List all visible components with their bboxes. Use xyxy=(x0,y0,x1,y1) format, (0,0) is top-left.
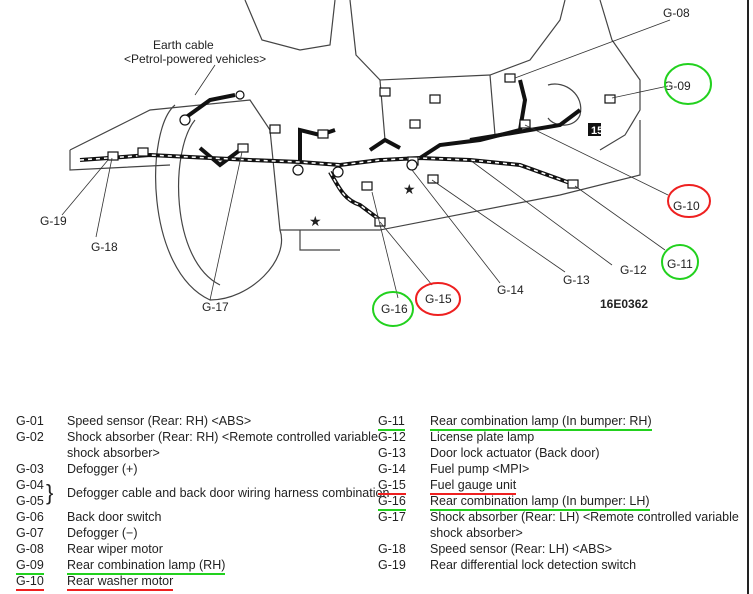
star-markers: ★ ★ xyxy=(309,181,416,229)
callout-labels: G-08 G-09 G-10 G-11 G-12 G-13 G-14 G-15 … xyxy=(40,6,700,316)
callout-g-10: G-10 xyxy=(673,199,700,213)
legend-desc: Shock absorber (Rear: LH) <Remote contro… xyxy=(430,510,739,524)
legend-desc: Speed sensor (Rear: RH) <ABS> xyxy=(67,414,252,428)
brace: } xyxy=(46,480,54,505)
legend-desc: Rear combination lamp (In bumper: LH) xyxy=(430,493,650,511)
callout-g-12: G-12 xyxy=(620,263,647,277)
connector-15-box: 15 xyxy=(588,123,603,137)
legend-desc: Rear combination lamp (RH) xyxy=(67,557,226,575)
legend-desc: Rear wiper motor xyxy=(67,542,163,556)
legend-desc: Fuel pump <MPI> xyxy=(430,462,530,476)
legend-desc: Defogger cable and back door wiring harn… xyxy=(67,486,390,500)
legend-desc: shock absorber> xyxy=(67,446,160,460)
legend-left: G-01 Speed sensor (Rear: RH) <ABS> G-02 Sh… xyxy=(16,413,389,593)
callout-g-19: G-19 xyxy=(40,214,67,228)
callout-g-17: G-17 xyxy=(202,300,229,314)
legend-desc: Speed sensor (Rear: LH) <ABS> xyxy=(430,542,613,556)
legend-code: G-03 xyxy=(16,462,44,476)
legend-desc: Rear differential lock detection switch xyxy=(430,558,637,572)
wiring-harness xyxy=(79,79,582,222)
legend-code: G-15 xyxy=(378,477,406,495)
legend-code: G-08 xyxy=(16,542,44,556)
legend-desc: Shock absorber (Rear: RH) <Remote contro… xyxy=(67,430,378,444)
callout-g-11: G-11 xyxy=(667,257,693,271)
legend-code: G-06 xyxy=(16,510,44,524)
legend-code: G-19 xyxy=(378,558,406,572)
wiring-harness-diagram: ★ ★ 15 Earth cable <Petrol-powered vehic… xyxy=(40,0,712,327)
callout-g-18: G-18 xyxy=(91,240,118,254)
legend-code: G-17 xyxy=(378,510,406,524)
earth-cable-label: Earth cable xyxy=(153,38,214,52)
legend-code: G-16 xyxy=(378,493,406,511)
earth-cable-note: <Petrol-powered vehicles> xyxy=(124,52,266,66)
legend-code: G-18 xyxy=(378,542,406,556)
svg-text:★: ★ xyxy=(309,213,322,229)
legend-code: G-11 xyxy=(378,413,405,431)
legend-desc: Rear washer motor xyxy=(67,573,174,591)
legend-desc: Back door switch xyxy=(67,510,162,524)
svg-text:★: ★ xyxy=(403,181,416,197)
connectors xyxy=(107,73,616,227)
legend-code: G-04 xyxy=(16,478,44,492)
legend-desc: Fuel gauge unit xyxy=(430,477,517,495)
callout-g-15: G-15 xyxy=(425,292,452,306)
legend-code: G-13 xyxy=(378,446,406,460)
legend-desc: Rear combination lamp (In bumper: RH) xyxy=(430,413,652,431)
legend-desc: shock absorber> xyxy=(430,526,523,540)
legend-code: G-09 xyxy=(16,557,44,575)
callout-g-13: G-13 xyxy=(563,273,590,287)
callout-g-08: G-08 xyxy=(663,6,690,20)
legend-right: G-11 Rear combination lamp (In bumper: RH… xyxy=(378,413,748,593)
legend-desc: Door lock actuator (Back door) xyxy=(430,446,600,460)
legend-desc: Defogger (+) xyxy=(67,462,138,476)
legend-code: G-02 xyxy=(16,430,44,444)
callout-g-16: G-16 xyxy=(381,302,408,316)
wiring-harness-dashes xyxy=(79,154,571,221)
legend-code: G-10 xyxy=(16,573,44,591)
legend-code: G-14 xyxy=(378,462,406,476)
vehicle-body-outline xyxy=(69,0,641,301)
figure-id: 16E0362 xyxy=(600,297,648,311)
callout-g-14: G-14 xyxy=(497,283,524,297)
legend-desc: Defogger (−) xyxy=(67,526,138,540)
page-border xyxy=(747,0,749,594)
highlight-circles xyxy=(372,63,712,327)
legend-code: G-05 xyxy=(16,494,44,508)
legend-code: G-12 xyxy=(378,430,406,444)
legend-desc: License plate lamp xyxy=(430,430,535,444)
callout-g-09: G-09 xyxy=(664,79,691,93)
legend-code: G-07 xyxy=(16,526,44,540)
svg-text:15: 15 xyxy=(591,125,603,137)
legend-code: G-01 xyxy=(16,414,44,428)
leader-lines xyxy=(61,19,671,301)
